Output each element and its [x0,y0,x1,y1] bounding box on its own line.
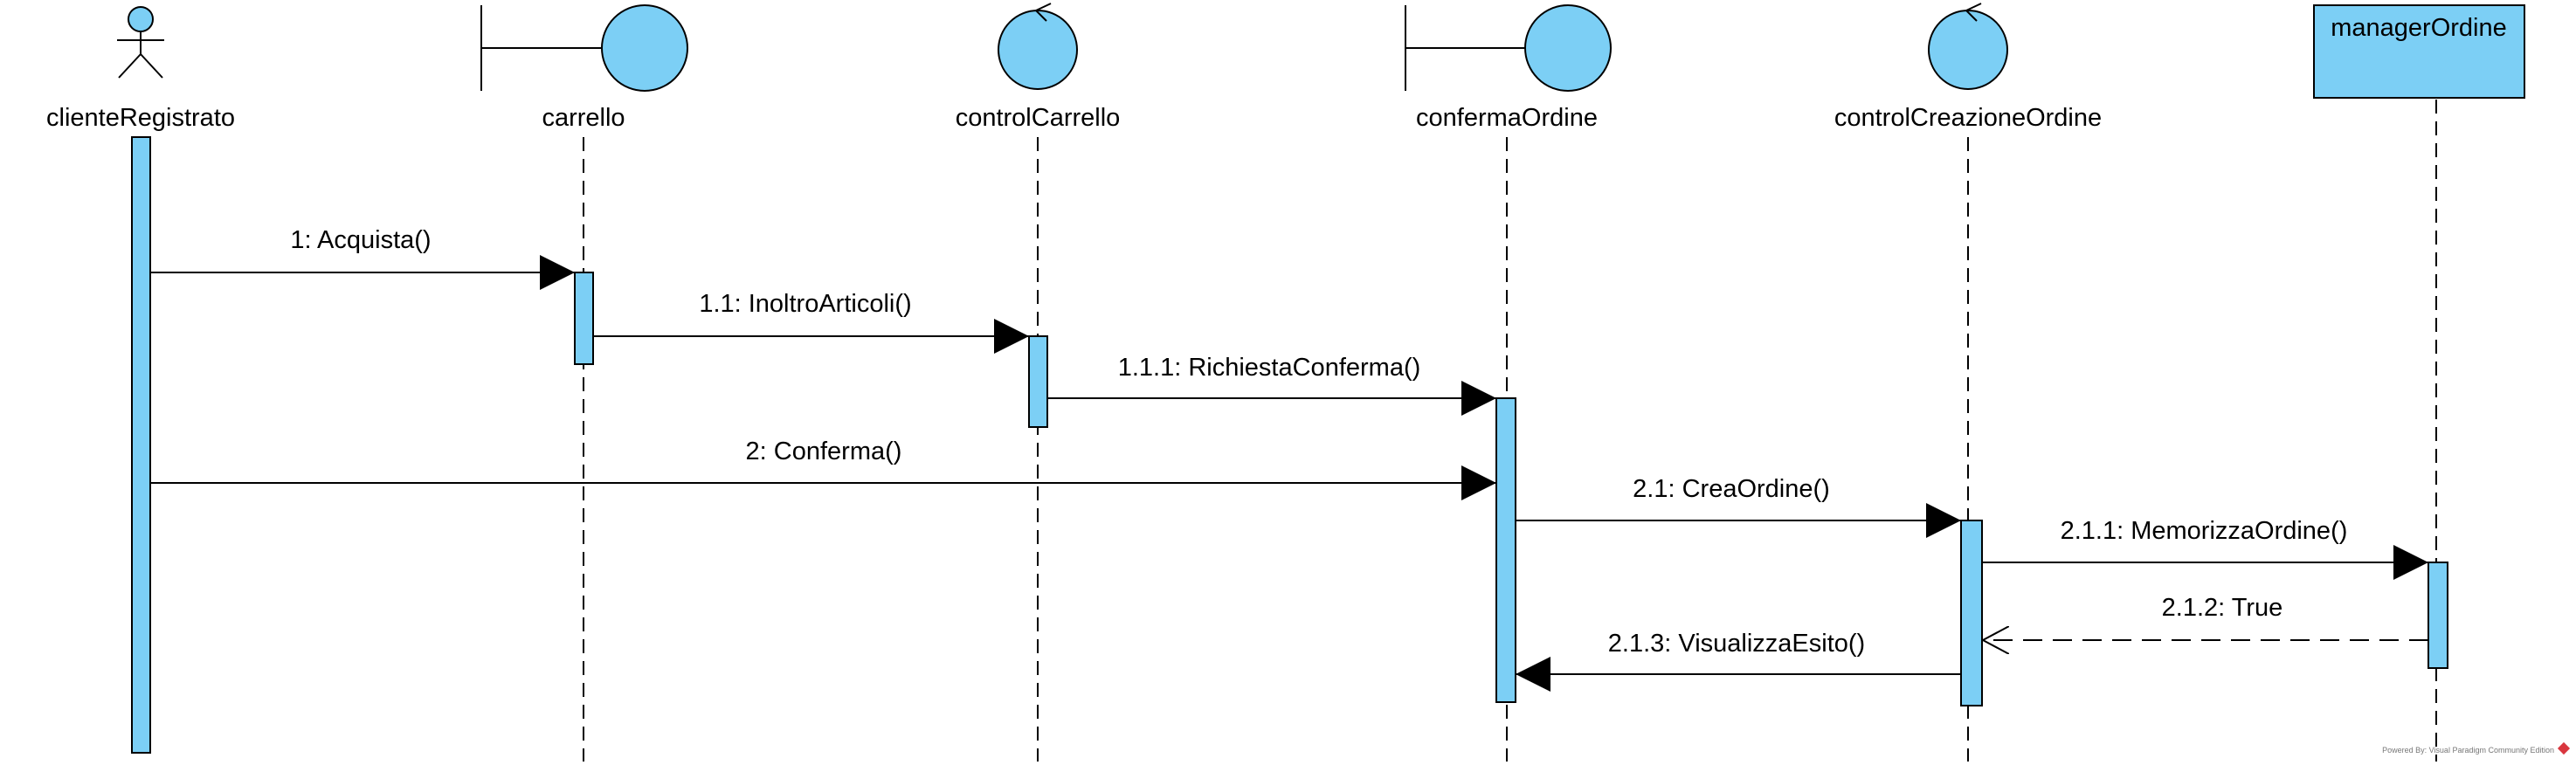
lifeline-managerOrdine-head: managerOrdine [2313,4,2525,99]
lifeline-label-clienteRegistrato: clienteRegistrato [46,104,235,132]
message-label-1-1: 1.1: InoltroArticoli() [699,290,911,318]
activation-bar-confermaOrdine [1495,397,1516,703]
message-label-2: 2: Conferma() [746,438,902,465]
lifeline-controlCarrello-head: controlCarrello [956,3,1121,132]
control-icon [1928,3,2008,90]
actor-icon [117,6,164,79]
message-label-1: 1: Acquista() [290,226,431,254]
activation-bar-carrello [574,272,594,365]
lifeline-label-managerOrdine: managerOrdine [2331,14,2507,42]
watermark-text: Powered By: Visual Paradigm Community Ed… [2382,746,2554,755]
lifeline-carrello-head: carrello [480,4,688,132]
activation-bar-controlCarrello [1028,335,1048,428]
object-box [2313,4,2525,99]
message-label-2-1-2: 2.1.2: True [2162,594,2283,622]
control-icon [998,3,1078,90]
lifeline-clienteRegistrato-head: clienteRegistrato [46,6,235,132]
lifeline-label-controlCreazioneOrdine: controlCreazioneOrdine [1834,104,2102,132]
boundary-icon [1405,4,1612,92]
lifeline-controlCreazioneOrdine-head: controlCreazioneOrdine [1834,3,2102,132]
boundary-icon [480,4,688,92]
watermark: Powered By: Visual Paradigm Community Ed… [2382,741,2571,755]
lifeline-label-carrello: carrello [542,104,625,132]
activation-bar-clienteRegistrato [131,136,151,754]
message-label-2-1: 2.1: CreaOrdine() [1633,475,1830,503]
message-label-1-1-1: 1.1.1: RichiestaConferma() [1118,354,1421,382]
activation-bar-managerOrdine [2428,562,2448,669]
lifeline-label-controlCarrello: controlCarrello [956,104,1121,132]
lifeline-label-confermaOrdine: confermaOrdine [1416,104,1598,132]
message-label-2-1-1: 2.1.1: MemorizzaOrdine() [2061,517,2348,545]
message-label-2-1-3: 2.1.3: VisualizzaEsito() [1608,630,1865,658]
lifeline-confermaOrdine-head: confermaOrdine [1405,4,1612,132]
activation-bar-controlCreazioneOrdine [1960,520,1983,706]
visual-paradigm-logo-icon [2557,741,2571,755]
